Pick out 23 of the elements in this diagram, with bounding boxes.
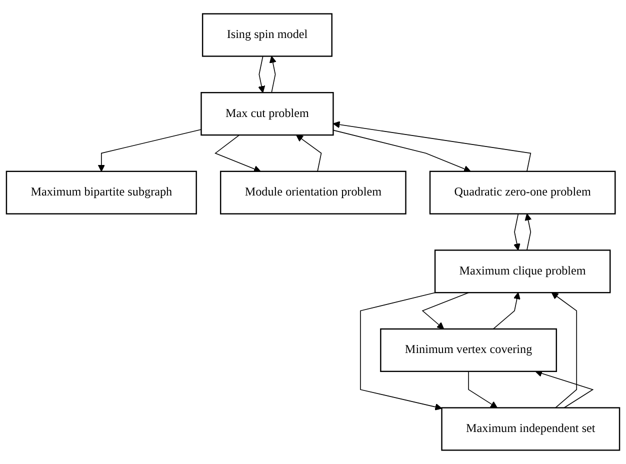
node-box: Module orientation problem (220, 170, 406, 214)
node-box: Ising spin model (202, 13, 332, 57)
node-box: Minimum vertex covering (380, 328, 558, 372)
arrow (524, 214, 532, 251)
arrow (360, 292, 442, 410)
arrow (332, 121, 532, 172)
node-box: Quadratic zero-one problem (429, 170, 616, 214)
arrow (492, 292, 520, 330)
arrow (332, 130, 471, 172)
node-box: Maximum bipartite subgraph (6, 170, 197, 214)
arrow (269, 56, 276, 93)
node-box: Maximum clique problem (434, 250, 611, 294)
arrow (468, 371, 498, 408)
arrow (258, 56, 266, 93)
arrow (98, 129, 202, 172)
arrow (422, 292, 470, 330)
arrow (513, 213, 520, 250)
node-box: Max cut problem (200, 92, 334, 136)
arrow (535, 370, 594, 408)
arrow (296, 134, 322, 172)
node-box: Maximum independent set (441, 407, 620, 451)
arrow (551, 292, 578, 408)
arrow (214, 134, 261, 172)
